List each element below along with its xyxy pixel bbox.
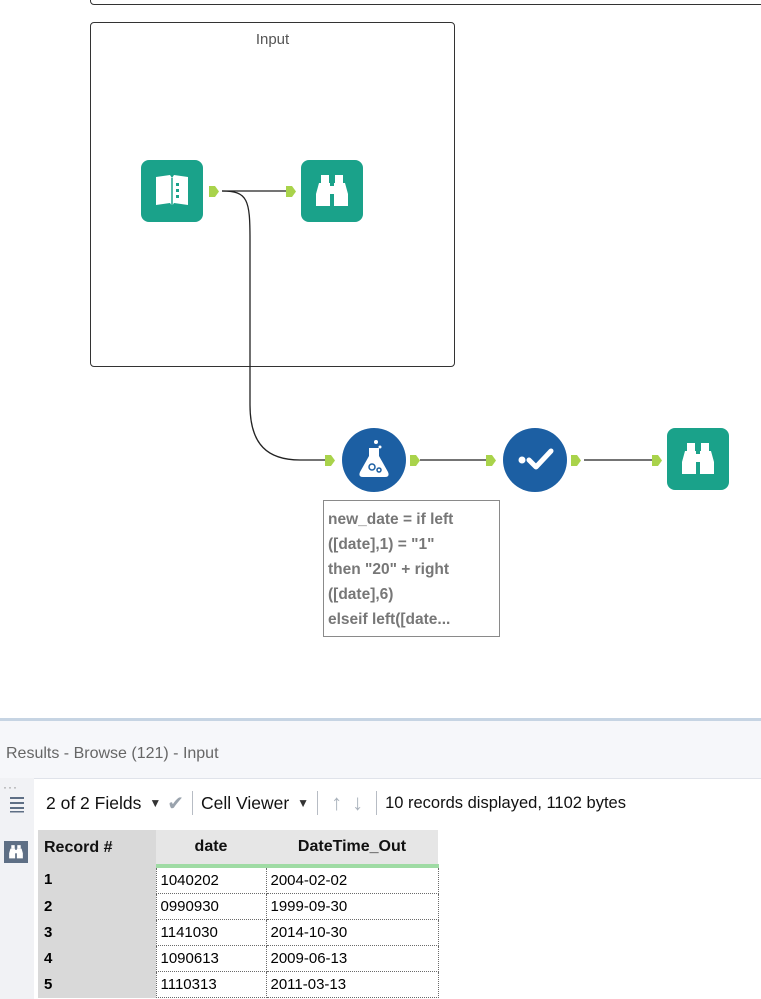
results-title: Results - Browse (121) - Input [6,745,219,762]
fields-dropdown[interactable]: 2 of 2 Fields ▼ [46,793,161,814]
table-row[interactable]: 2 0990930 1999-09-30 [38,893,439,920]
input-anchor[interactable] [325,455,335,466]
output-anchor[interactable] [209,186,219,197]
container-title: Input [255,31,290,48]
input-data-tool[interactable] [141,160,203,222]
annotation-line: elseif left([date... [328,611,451,628]
input-anchor[interactable] [286,186,296,197]
formula-tool[interactable] [342,428,406,492]
toolbar-separator [317,791,319,815]
annotation-line: ([date],1) = "1" [328,536,435,553]
record-number: 1 [38,866,156,894]
arrow-down-icon[interactable]: ↓ [352,790,364,815]
chevron-down-icon: ▼ [149,796,162,810]
results-header: Results - Browse (121) - Input [0,721,761,779]
cell-date[interactable]: 1090613 [155,945,267,972]
input-anchor[interactable] [486,455,496,466]
container-partial[interactable] [90,0,761,5]
chevron-down-icon: ▼ [297,796,310,810]
toolbar-separator [191,791,193,815]
panel-divider[interactable] [0,718,761,721]
checkmark-icon[interactable]: ✔ [167,792,184,815]
record-number: 2 [38,893,156,920]
binoculars-icon [682,443,714,474]
table-row[interactable]: 3 1141030 2014-10-30 [38,919,439,946]
annotation-line: new_date = if left [328,511,454,528]
browse-tool-2[interactable] [667,428,729,490]
binoculars-icon [316,175,348,206]
results-side-toolbar: ··· [0,778,34,999]
table-row[interactable]: 5 1110313 2011-03-13 [38,971,439,998]
records-status: 10 records displayed, 1102 bytes [385,793,626,812]
cell-date[interactable]: 1141030 [155,919,267,946]
flask-icon [359,440,389,477]
column-header-datetime-out[interactable]: DateTime_Out [266,830,438,868]
cell-datetime-out[interactable]: 2009-06-13 [265,945,439,972]
connection-wires [221,190,656,461]
cell-date[interactable]: 1040202 [155,865,267,894]
datetime-tool[interactable] [503,428,567,492]
record-number: 4 [38,945,156,972]
table-row[interactable]: 4 1090613 2009-06-13 [38,945,439,972]
column-header-date[interactable]: date [156,830,266,868]
output-anchor[interactable] [571,455,581,466]
column-header-record[interactable]: Record # [38,830,156,866]
cell-datetime-out[interactable]: 2014-10-30 [265,919,439,946]
toolbar-separator [376,791,378,815]
workflow-canvas[interactable]: Input [0,0,761,718]
binoculars-icon[interactable] [4,841,28,863]
results-grid[interactable]: Record # date DateTime_Out 1 1040202 200… [38,830,439,998]
record-number: 5 [38,971,156,998]
more-icon[interactable]: ··· [3,780,18,794]
cell-viewer-dropdown[interactable]: Cell Viewer ▼ [201,793,309,814]
annotation-line: ([date],6) [328,586,394,603]
browse-tool-1[interactable] [301,160,363,222]
fields-label: 2 of 2 Fields [46,792,142,813]
input-anchor[interactable] [652,455,662,466]
results-panel: Results - Browse (121) - Input ··· 2 of … [0,718,761,999]
record-number: 3 [38,919,156,946]
output-anchor[interactable] [410,455,420,466]
dot-check-icon [518,448,554,470]
table-row[interactable]: 1 1040202 2004-02-02 [38,865,439,894]
cell-datetime-out[interactable]: 2011-03-13 [265,971,439,998]
results-toolbar: 2 of 2 Fields ▼ ✔ Cell Viewer ▼ ↑ ↓ 10 r… [34,778,761,828]
cell-date[interactable]: 0990930 [155,893,267,920]
formula-annotation[interactable]: new_date = if left ([date],1) = "1" then… [323,500,500,637]
cell-date[interactable]: 1110313 [155,971,267,998]
cell-viewer-label: Cell Viewer [200,792,290,813]
cell-datetime-out[interactable]: 1999-09-30 [265,893,439,920]
annotation-line: then "20" + right [328,561,450,578]
cell-datetime-out[interactable]: 2004-02-02 [265,865,439,894]
book-icon [156,175,188,206]
list-icon[interactable] [7,794,27,814]
arrow-up-icon[interactable]: ↑ [331,790,343,815]
